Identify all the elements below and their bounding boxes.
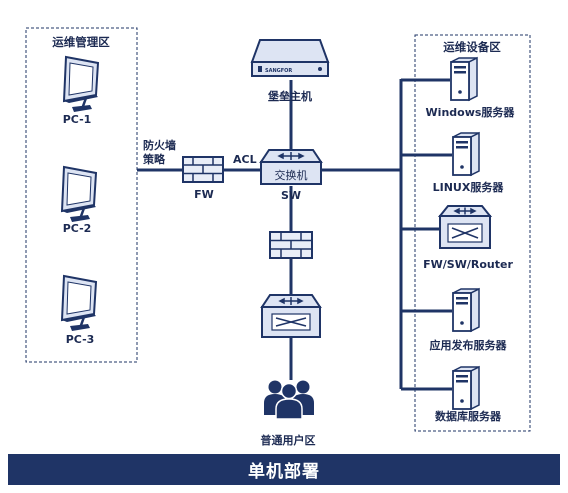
diagram-title: 单机部署 [248,462,320,482]
db-server-icon[interactable] [452,365,480,411]
connection-lines [137,78,452,391]
firewall-policy-label-line1: 防火墙 [143,138,176,152]
fw-sw-router-icon[interactable] [437,205,493,249]
firewall-policy-label-line2: 策略 [142,152,166,166]
lower-firewall-icon[interactable] [269,231,313,259]
app-server-icon[interactable] [452,287,480,333]
device-zone-title: 运维设备区 [443,40,501,54]
fw-label: FW [194,188,214,201]
fw-sw-router-label: FW/SW/Router [423,258,513,271]
linux-server-icon[interactable] [452,131,480,177]
pc-1-label: PC-1 [63,113,92,126]
windows-server-icon[interactable] [450,56,478,102]
bastion-brand-text: SANGFOR [265,68,292,74]
diagram-title-bar: 单机部署 [8,454,560,485]
switch-inner-label: 交换机 [275,168,308,182]
pc-3-icon[interactable] [60,274,98,331]
user-group-icon[interactable] [264,380,314,420]
bastion-host-icon[interactable]: SANGFOR [250,39,330,77]
pc-2-label: PC-2 [63,222,92,235]
pc-1-icon[interactable] [62,55,100,112]
sw-label: SW [281,189,301,202]
db-server-label: 数据库服务器 [435,409,502,423]
pc-2-icon[interactable] [60,165,98,222]
pc-3-label: PC-3 [66,333,95,346]
ops-zone-title: 运维管理区 [52,35,110,49]
access-switch-icon[interactable] [260,294,322,338]
firewall-icon[interactable] [182,156,224,183]
acl-label: ACL [233,153,257,166]
windows-server-label: Windows服务器 [426,105,516,119]
ops-zone-box [25,27,138,363]
device-zone-box [414,34,531,432]
bastion-host-label: 堡垒主机 [268,89,312,103]
linux-server-label: LINUX服务器 [433,180,505,194]
app-server-label: 应用发布服务器 [430,338,508,352]
core-switch-icon[interactable] [259,149,323,185]
user-zone-label: 普通用户区 [261,433,316,447]
